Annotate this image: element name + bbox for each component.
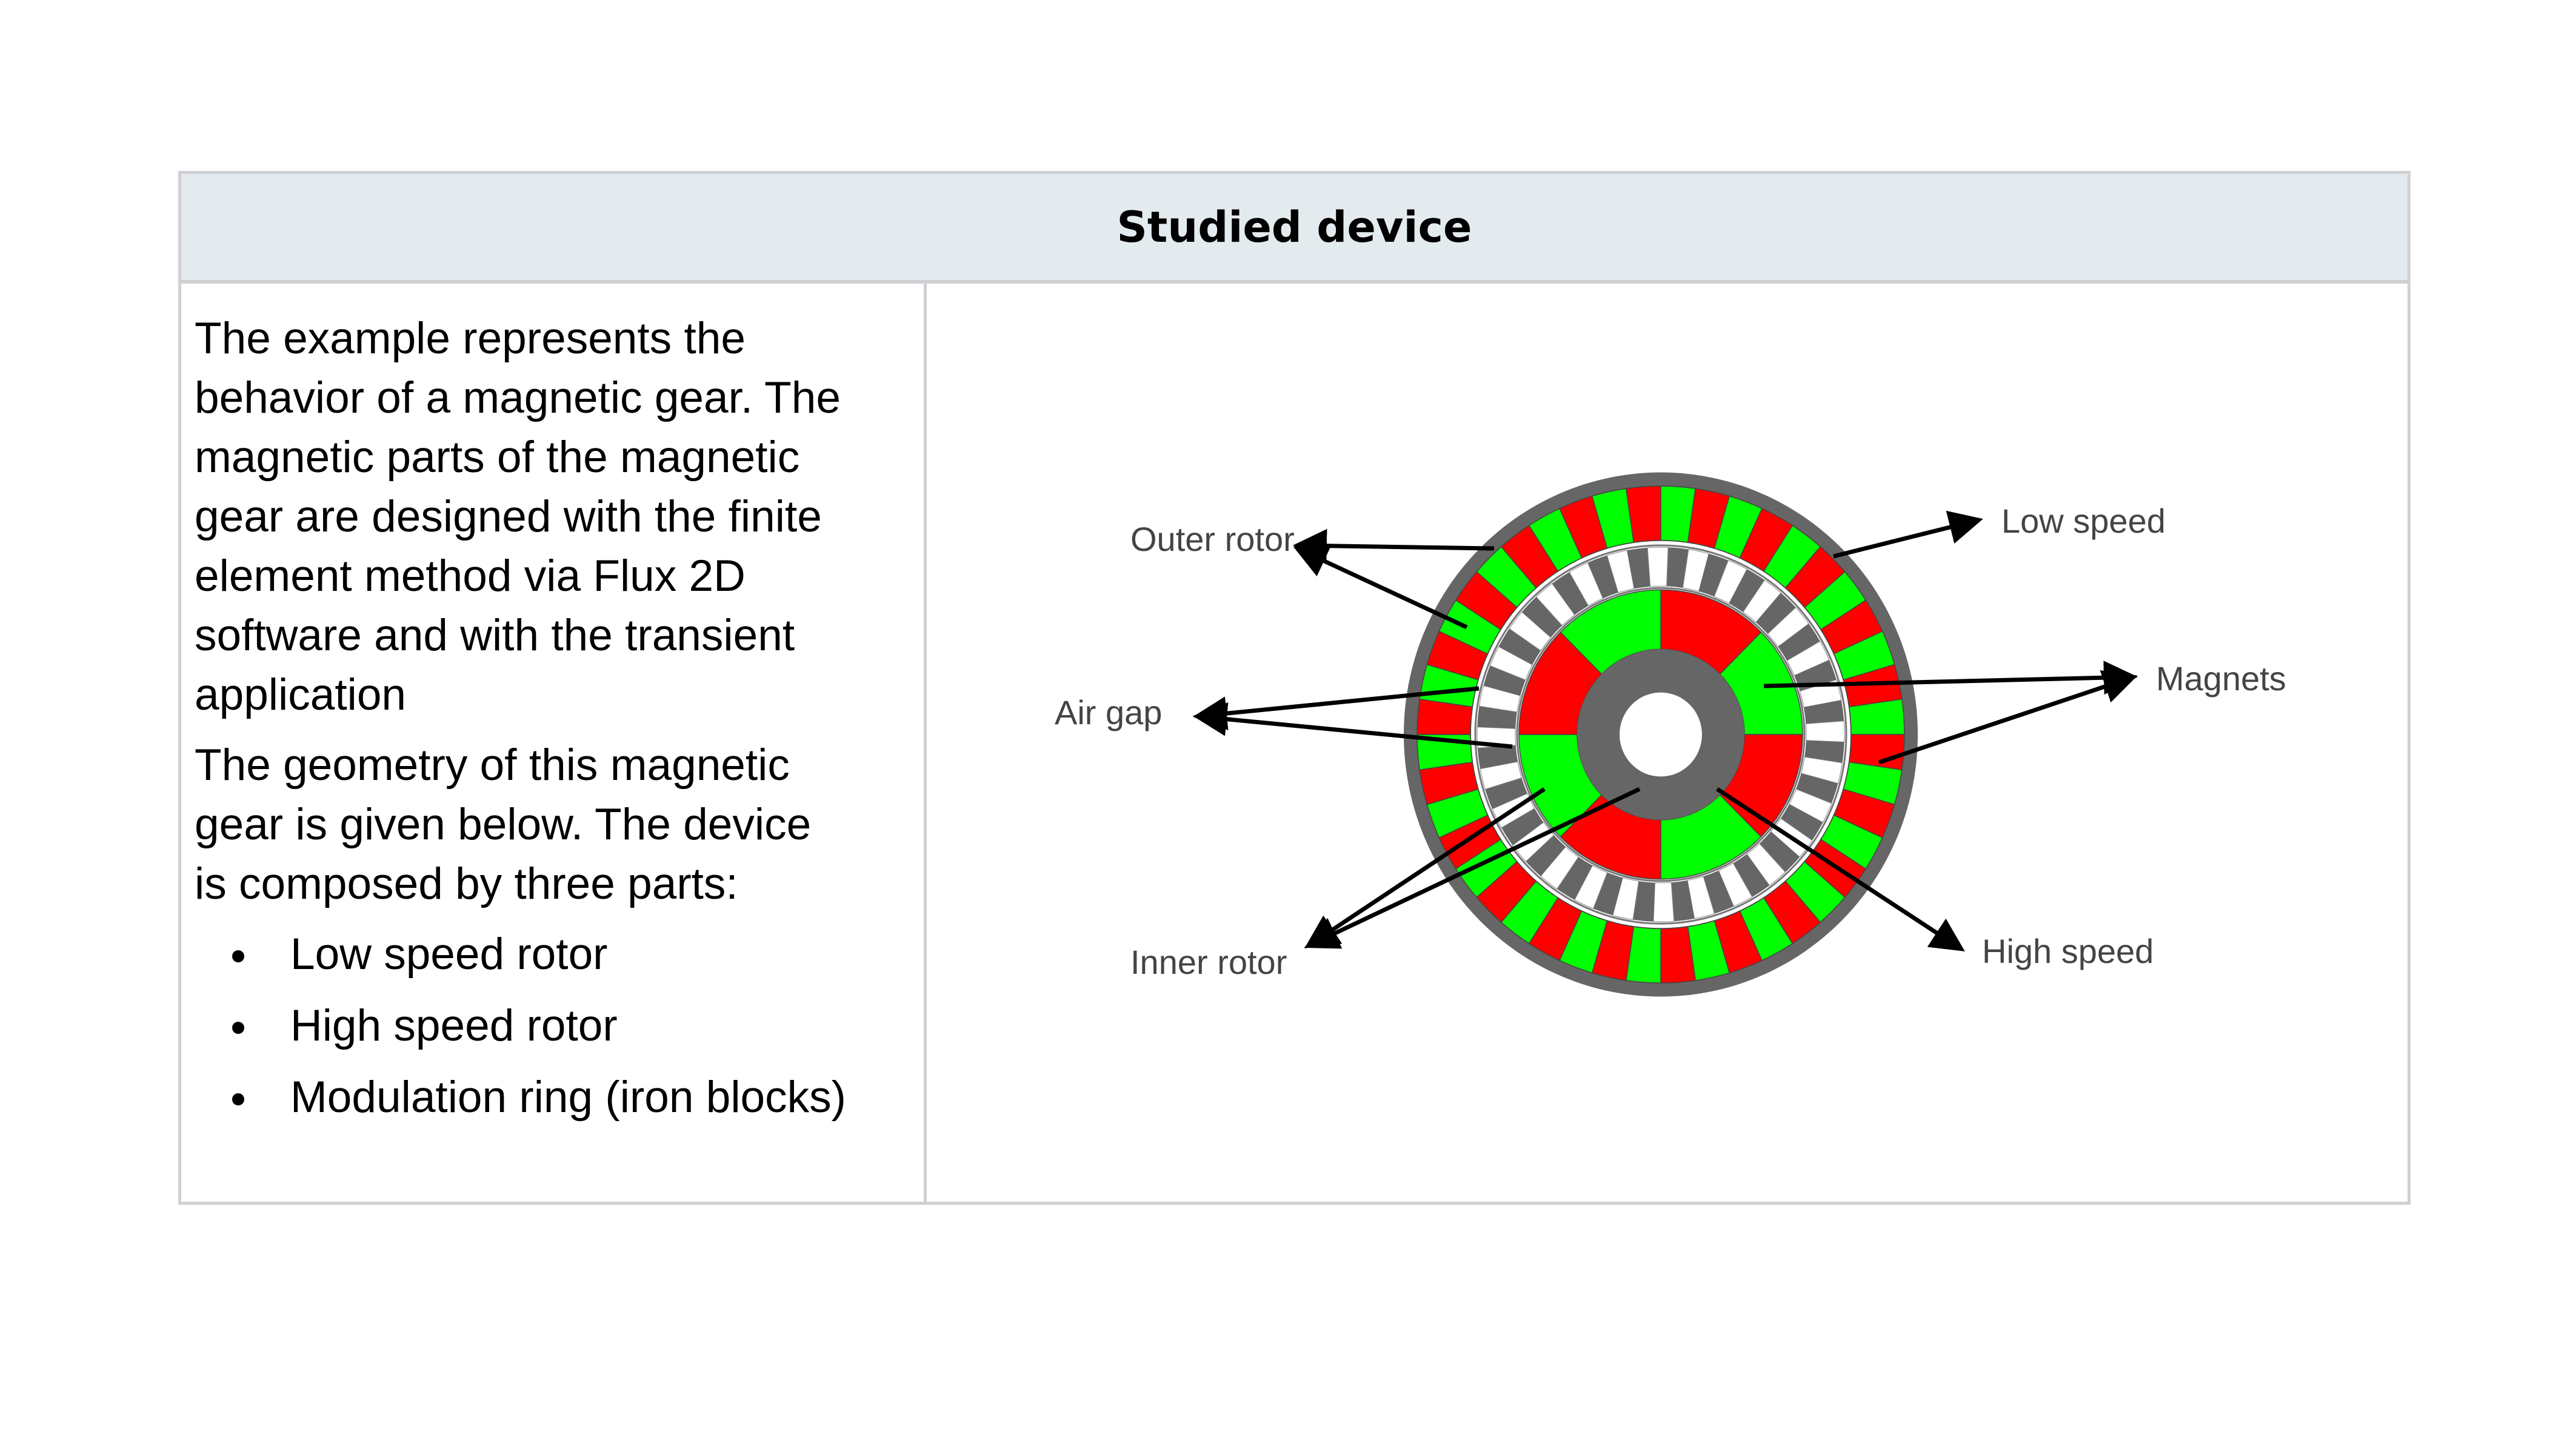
arrow-inner-rotor — [1304, 787, 1641, 949]
bullet-icon — [232, 1093, 244, 1105]
arrow-air-gap — [1193, 686, 1480, 731]
modulation-iron-piece — [1698, 553, 1729, 597]
modulation-gap — [1801, 756, 1843, 784]
description-cell: The example represents the behavior of a… — [195, 284, 922, 1133]
modulation-gap — [1713, 559, 1747, 604]
modulation-gap — [1478, 685, 1521, 713]
parts-list: Low speed rotor High speed rotor Modulat… — [195, 919, 922, 1133]
modulation-gap — [1606, 550, 1635, 593]
arrow-low-speed — [1833, 510, 1983, 559]
list-item-label: High speed rotor — [290, 1001, 618, 1050]
list-item: Modulation ring (iron blocks) — [195, 1062, 922, 1133]
modulation-iron-piece — [1557, 856, 1593, 900]
modulation-gap — [1746, 843, 1786, 886]
text-line: gear is given below. The device — [195, 800, 812, 849]
label-air-gap: Air gap — [1055, 693, 1163, 731]
modulation-iron-piece — [1587, 555, 1618, 599]
modulation-gap — [1805, 721, 1845, 742]
arrow-outer-rotor — [1293, 545, 1468, 630]
modulation-iron-piece — [1485, 778, 1527, 809]
text-line: The example represents the — [195, 314, 746, 363]
modulation-gap — [1789, 788, 1832, 823]
label-outer-rotor: Outer rotor — [1130, 520, 1295, 558]
text-line: is composed by three parts: — [195, 859, 738, 908]
bullet-icon — [232, 1022, 244, 1034]
text-line: element method via Flux 2D — [195, 551, 746, 601]
text-line: application — [195, 670, 407, 719]
modulation-gap — [1682, 548, 1709, 592]
modulation-gap — [1540, 846, 1579, 890]
arrow-magnets — [1878, 670, 2138, 765]
text-line: behavior of a magnetic gear. The — [195, 373, 841, 422]
modulation-iron-piece — [1521, 596, 1563, 638]
modulation-iron-piece — [1477, 706, 1517, 729]
outer-magnet — [1625, 485, 1661, 543]
column-divider — [924, 284, 927, 1202]
modulation-gap — [1489, 646, 1533, 681]
modulation-iron-piece — [1729, 569, 1765, 613]
arrow-high-speed — [1716, 787, 1965, 951]
modulation-gap — [1509, 611, 1552, 651]
modulation-iron-piece — [1483, 665, 1526, 696]
modulation-iron-piece — [1627, 547, 1650, 589]
modulation-gap — [1767, 607, 1809, 647]
label-magnets: Magnets — [2156, 659, 2286, 698]
modulation-gap — [1687, 876, 1715, 919]
modulation-iron-piece — [1803, 700, 1844, 724]
paragraph-intro: The example represents the behavior of a… — [195, 309, 922, 725]
modulation-iron-piece — [1501, 808, 1544, 845]
modulation-gap — [1574, 865, 1608, 910]
modulation-gap — [1480, 761, 1523, 790]
bullet-icon — [232, 950, 244, 962]
modulation-iron-piece — [1477, 745, 1518, 769]
arrow-magnets — [1763, 661, 2138, 695]
text-line: magnetic parts of the magnetic — [195, 433, 800, 482]
table-header: Studied device — [181, 174, 2407, 284]
list-item-label: Modulation ring (iron blocks) — [290, 1073, 846, 1122]
modulation-iron-piece — [1759, 831, 1800, 873]
modulation-gap — [1743, 579, 1781, 623]
modulation-gap — [1647, 547, 1669, 587]
table-title: Studied device — [1116, 202, 1472, 252]
air-gap-line — [1474, 544, 1847, 925]
text-line: gear are designed with the finite — [195, 492, 822, 541]
modulation-iron-piece — [1778, 624, 1820, 661]
modulation-iron-piece — [1796, 773, 1838, 804]
modulation-gap — [1512, 822, 1555, 862]
modulation-iron-piece — [1666, 547, 1689, 588]
list-item: High speed rotor — [195, 990, 922, 1062]
arrow-inner-rotor — [1304, 787, 1546, 948]
modulation-iron-piece — [1671, 880, 1695, 922]
modulation-iron-piece — [1756, 593, 1796, 634]
arrow-air-gap — [1193, 702, 1513, 749]
paragraph-geometry: The geometry of this magnetic gear is gi… — [195, 736, 922, 914]
text-line: The geometry of this magnetic — [195, 741, 790, 790]
text-line: software and with the transient — [195, 611, 795, 660]
modulation-iron-piece — [1593, 872, 1623, 916]
modulation-iron-piece — [1733, 854, 1770, 898]
modulation-iron-piece — [1703, 870, 1734, 914]
studied-device-table: Studied device The example represents th… — [178, 171, 2411, 1205]
list-item-label: Low speed rotor — [290, 930, 608, 979]
modulation-iron-piece — [1780, 804, 1823, 841]
label-low-speed: Low speed — [2001, 502, 2166, 540]
modulation-iron-piece — [1633, 881, 1655, 922]
modulation-gap — [1653, 882, 1675, 922]
label-inner-rotor: Inner rotor — [1130, 943, 1287, 981]
list-item: Low speed rotor — [195, 919, 922, 990]
modulation-iron-piece — [1552, 571, 1589, 615]
shaft-hole — [1620, 692, 1702, 777]
modulation-gap — [1612, 877, 1640, 921]
label-high-speed: High speed — [1982, 932, 2154, 970]
modulation-iron-piece — [1804, 740, 1844, 763]
modulation-gap — [1799, 679, 1842, 708]
modulation-gap — [1535, 583, 1575, 626]
arrow-outer-rotor — [1293, 528, 1495, 563]
modulation-iron-piece — [1498, 628, 1541, 665]
modulation-iron-piece — [1526, 835, 1566, 876]
